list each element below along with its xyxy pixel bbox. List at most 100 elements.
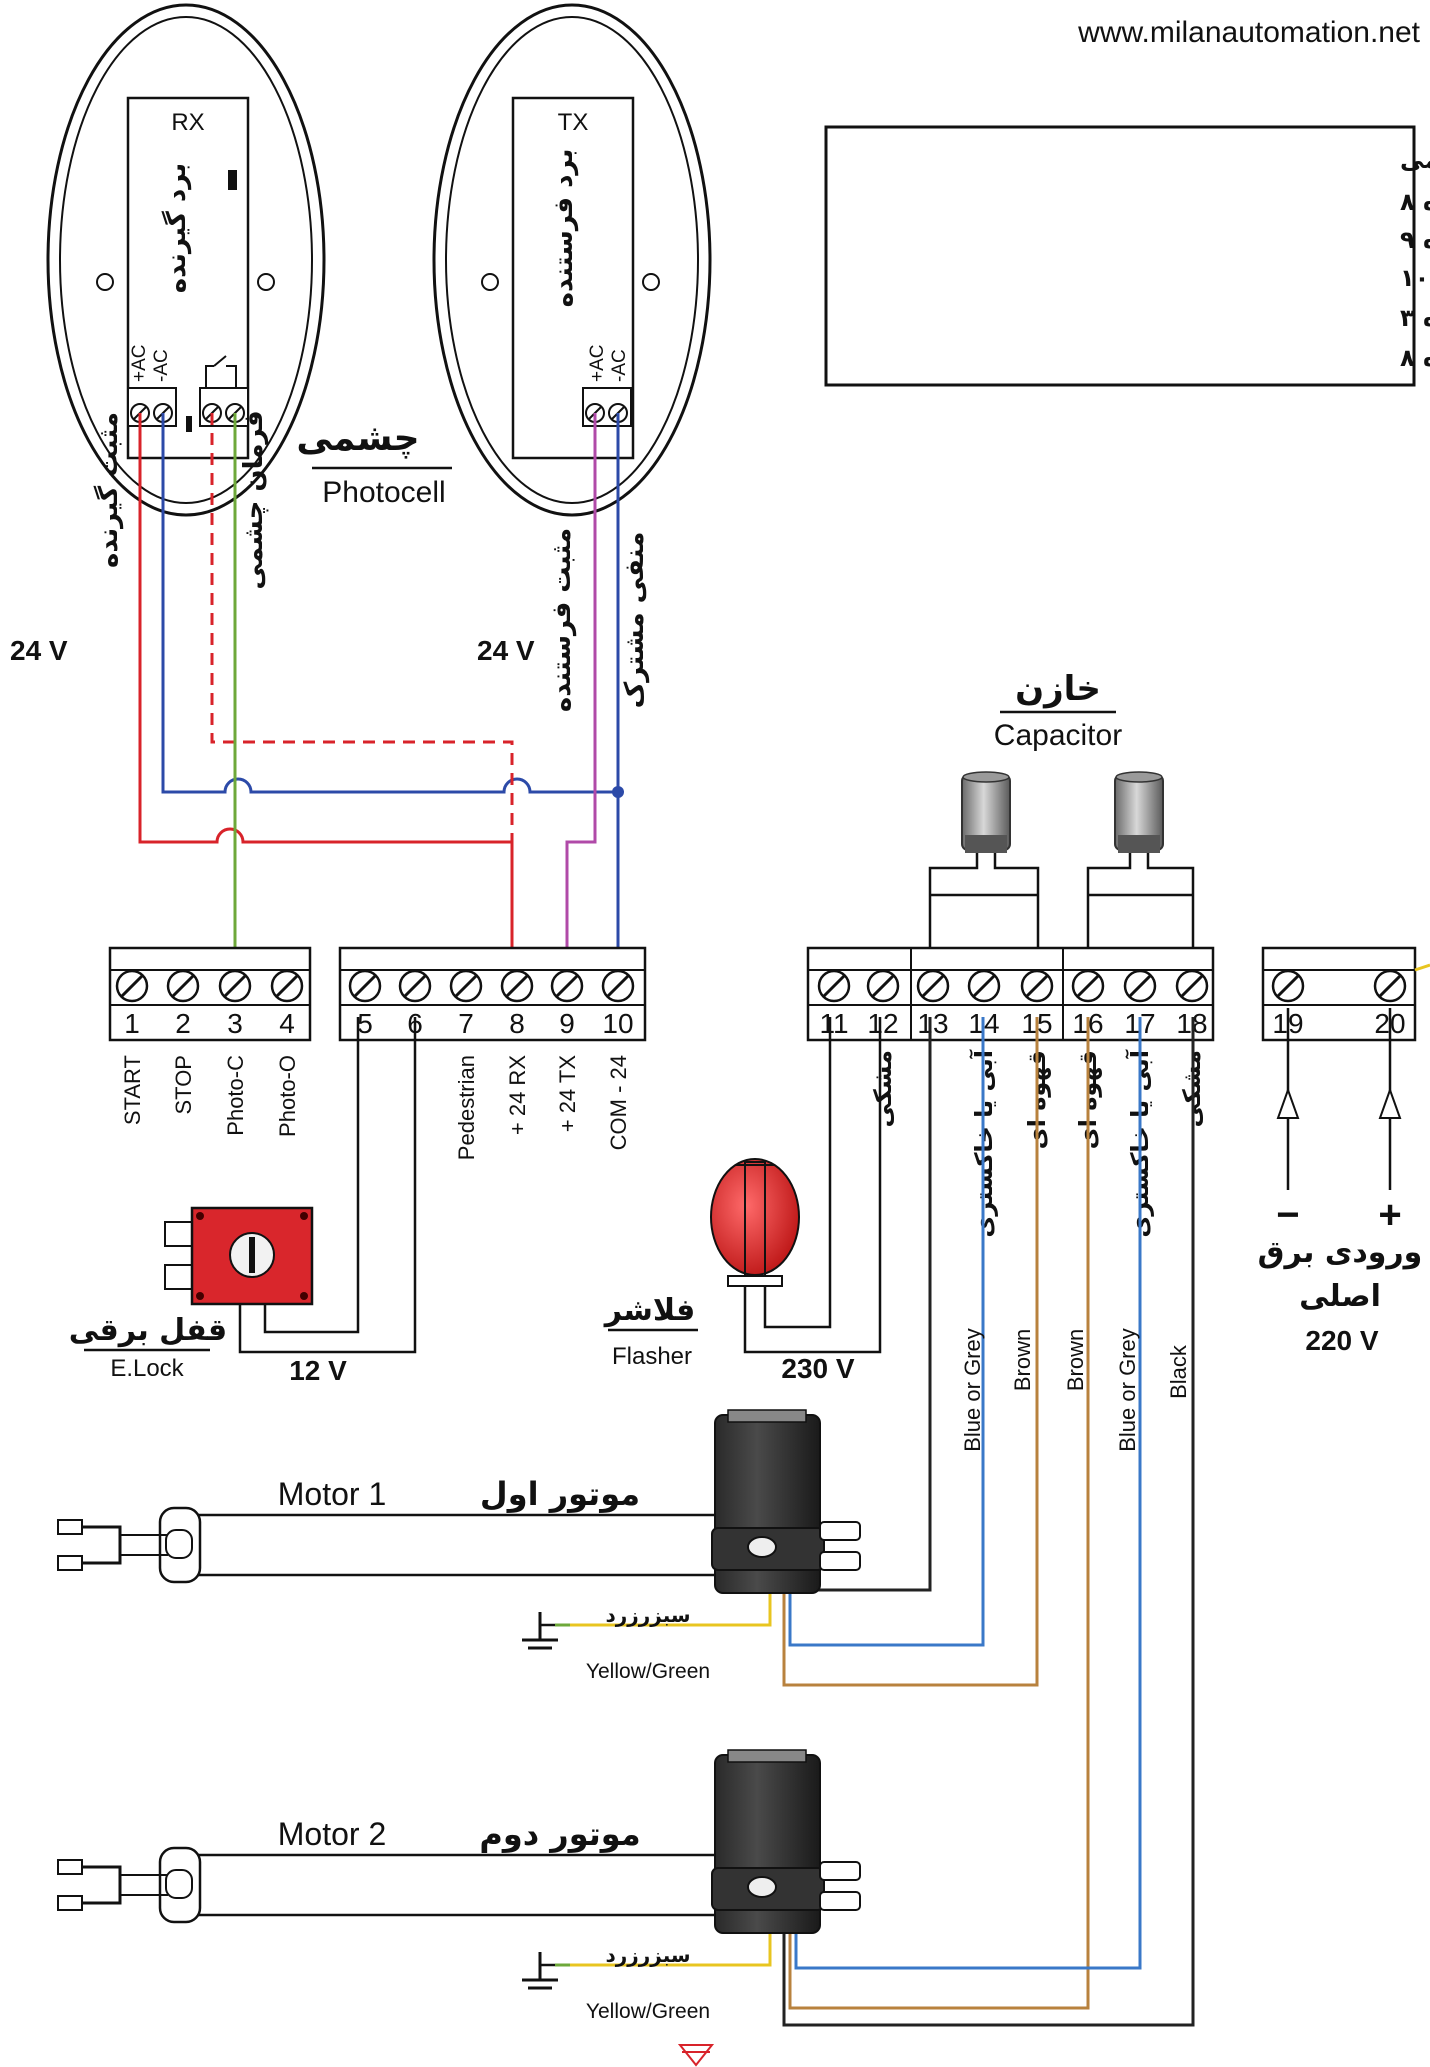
terminal-label-1: START	[120, 1055, 145, 1125]
elock-title-fa: قفل برقی	[69, 1313, 227, 1348]
terminal-20[interactable]: 20	[1373, 969, 1407, 1039]
terminal-number-2: 2	[175, 1008, 191, 1039]
wire-label-18: Black	[1166, 1344, 1191, 1399]
terminal-number-1: 1	[124, 1008, 140, 1039]
note-line-0: سیم کشی چشمی	[1400, 146, 1430, 174]
note-line-5: فرمان برد گیرنده با شکل ٢ به سوکت شماره …	[1400, 344, 1430, 372]
elock-device	[164, 1017, 417, 1354]
terminal-number-12: 12	[867, 1008, 898, 1039]
photocell-title-en: Photocell	[322, 476, 445, 509]
motor1-earth-fa: سبزرزرد	[605, 1603, 690, 1627]
terminal-number-5: 5	[357, 1008, 373, 1039]
motor2-name-fa: موتور دوم	[479, 1815, 640, 1853]
rx-board-label: برد گیرنده	[161, 163, 192, 293]
capacitor-2	[1086, 771, 1195, 972]
motor1-name-fa: موتور اول	[480, 1475, 640, 1513]
wire-label-15: Brown	[1010, 1329, 1035, 1391]
terminal-number-9: 9	[559, 1008, 575, 1039]
motor2-earth-en: Yellow/Green	[586, 2000, 710, 2023]
elock-voltage: 12 V	[289, 1355, 347, 1386]
motor1-earth-en: Yellow/Green	[586, 1660, 710, 1683]
terminal-14[interactable]: 14	[967, 969, 1001, 1039]
terminal-2[interactable]: 2	[166, 969, 200, 1039]
power-voltage: 220 V	[1305, 1325, 1378, 1356]
photocell-rx: RX برد گیرنده +AC -AC	[46, 3, 326, 517]
flasher-title-en: Flasher	[612, 1343, 692, 1370]
note-line-3: منفی مشترکا به سوکت شماره ۱۰	[1400, 264, 1430, 292]
main-power-input	[1276, 963, 1430, 1190]
power-minus: −	[1276, 1193, 1299, 1237]
terminal-label-12: مشکی	[869, 1050, 897, 1128]
capacitor-title-en: Capacitor	[994, 719, 1122, 752]
terminal-number-10: 10	[602, 1008, 633, 1039]
terminal-number-3: 3	[227, 1008, 243, 1039]
tx-term-pos: +AC	[587, 345, 608, 383]
tx-label: TX	[558, 109, 589, 136]
terminal-4[interactable]: 4	[270, 969, 304, 1039]
terminal-12[interactable]: 12	[866, 969, 900, 1039]
rx-label: RX	[171, 109, 204, 136]
photocell-wires	[138, 413, 620, 972]
rx-command-label: فرمان چشمی	[239, 410, 269, 589]
motor2-earth-fa: سبزرزرد	[605, 1943, 690, 1967]
tx-mount-hole-right	[642, 273, 660, 291]
tx-mount-hole-left	[481, 273, 499, 291]
common-junction	[612, 786, 624, 798]
terminal-label-8: + 24 RX	[505, 1055, 530, 1135]
rx-mount-hole-left	[96, 273, 114, 291]
tx-voltage-label: 24 V	[477, 635, 535, 666]
terminal-10[interactable]: 10	[601, 969, 635, 1039]
terminal-number-11: 11	[819, 1008, 848, 1039]
terminal-9[interactable]: 9	[550, 969, 584, 1039]
motor1-name-en: Motor 1	[278, 1476, 386, 1512]
note-line-4: فرمان برد گیرنده با شکل ٦ به سوکت شماره …	[1400, 304, 1430, 332]
bottom-arrow-icon	[677, 2044, 715, 2067]
elock-title-en: E.Lock	[110, 1355, 184, 1382]
terminal-1[interactable]: 1	[115, 969, 149, 1039]
terminal-label-3: Photo-C	[223, 1055, 248, 1136]
wire-label-14: Blue or Grey	[960, 1328, 985, 1452]
wire-label-17: Blue or Grey	[1115, 1328, 1140, 1452]
terminal-label-10: COM - 24	[606, 1055, 631, 1150]
notes-box: سیم کشی چشمی مثبت برد گیرنده به سوکت شما…	[824, 125, 1430, 387]
capacitor-title-fa: خازن	[1015, 669, 1101, 709]
terminal-number-7: 7	[458, 1008, 474, 1039]
power-title-fa-1: ورودی برق	[1258, 1235, 1423, 1270]
note-line-1: مثبت برد گیرنده به سوکت شماره ۸	[1400, 188, 1430, 216]
terminal-label-2: STOP	[171, 1055, 196, 1115]
terminal-8[interactable]: 8	[500, 969, 534, 1039]
tx-negative-label: منفی مشترک	[620, 532, 650, 709]
terminal-label-4: Photo-O	[275, 1055, 300, 1137]
terminal-number-13: 13	[917, 1008, 948, 1039]
terminal-13[interactable]: 13	[916, 969, 950, 1039]
terminal-11[interactable]: 11	[817, 969, 851, 1039]
power-plus: +	[1378, 1193, 1401, 1237]
terminal-label-7: Pedestrian	[454, 1055, 479, 1160]
rx-voltage-label: 24 V	[10, 635, 68, 666]
terminal-number-8: 8	[509, 1008, 525, 1039]
wire-label-16: Brown	[1063, 1329, 1088, 1391]
website-url[interactable]: www.milanautomation.net	[1077, 16, 1421, 49]
terminal-label-9: + 24 TX	[555, 1055, 580, 1133]
note-line-2: مثبت برد فرستنده به سوکت شماره ۹	[1400, 226, 1430, 254]
capacitor-1	[928, 771, 1040, 972]
rx-term-pos: +AC	[129, 345, 150, 383]
tx-board-label: برد فرستنده	[549, 149, 579, 308]
flasher-device	[710, 1017, 882, 1354]
rx-mount-hole-right	[257, 273, 275, 291]
terminal-labels: START STOP Photo-C Photo-O Pedestrian + 24 RX…	[120, 1049, 1206, 1237]
flasher-title-fa: فلاشر	[603, 1293, 696, 1328]
photocell-tx: TX برد فرستنده +AC -AC	[432, 3, 712, 517]
motor2-name-en: Motor 2	[278, 1816, 386, 1852]
rx-led	[228, 170, 237, 190]
flasher-voltage: 230 V	[781, 1353, 854, 1384]
photocell-title-fa: چشمی	[296, 418, 419, 459]
relay-contact-symbol	[205, 355, 237, 388]
motor1-earth-icon	[522, 1612, 558, 1650]
motor-1	[57, 1409, 861, 1594]
terminal-3[interactable]: 3	[218, 969, 252, 1039]
terminal-7[interactable]: 7	[449, 969, 483, 1039]
terminal-5[interactable]: 5	[348, 969, 382, 1039]
